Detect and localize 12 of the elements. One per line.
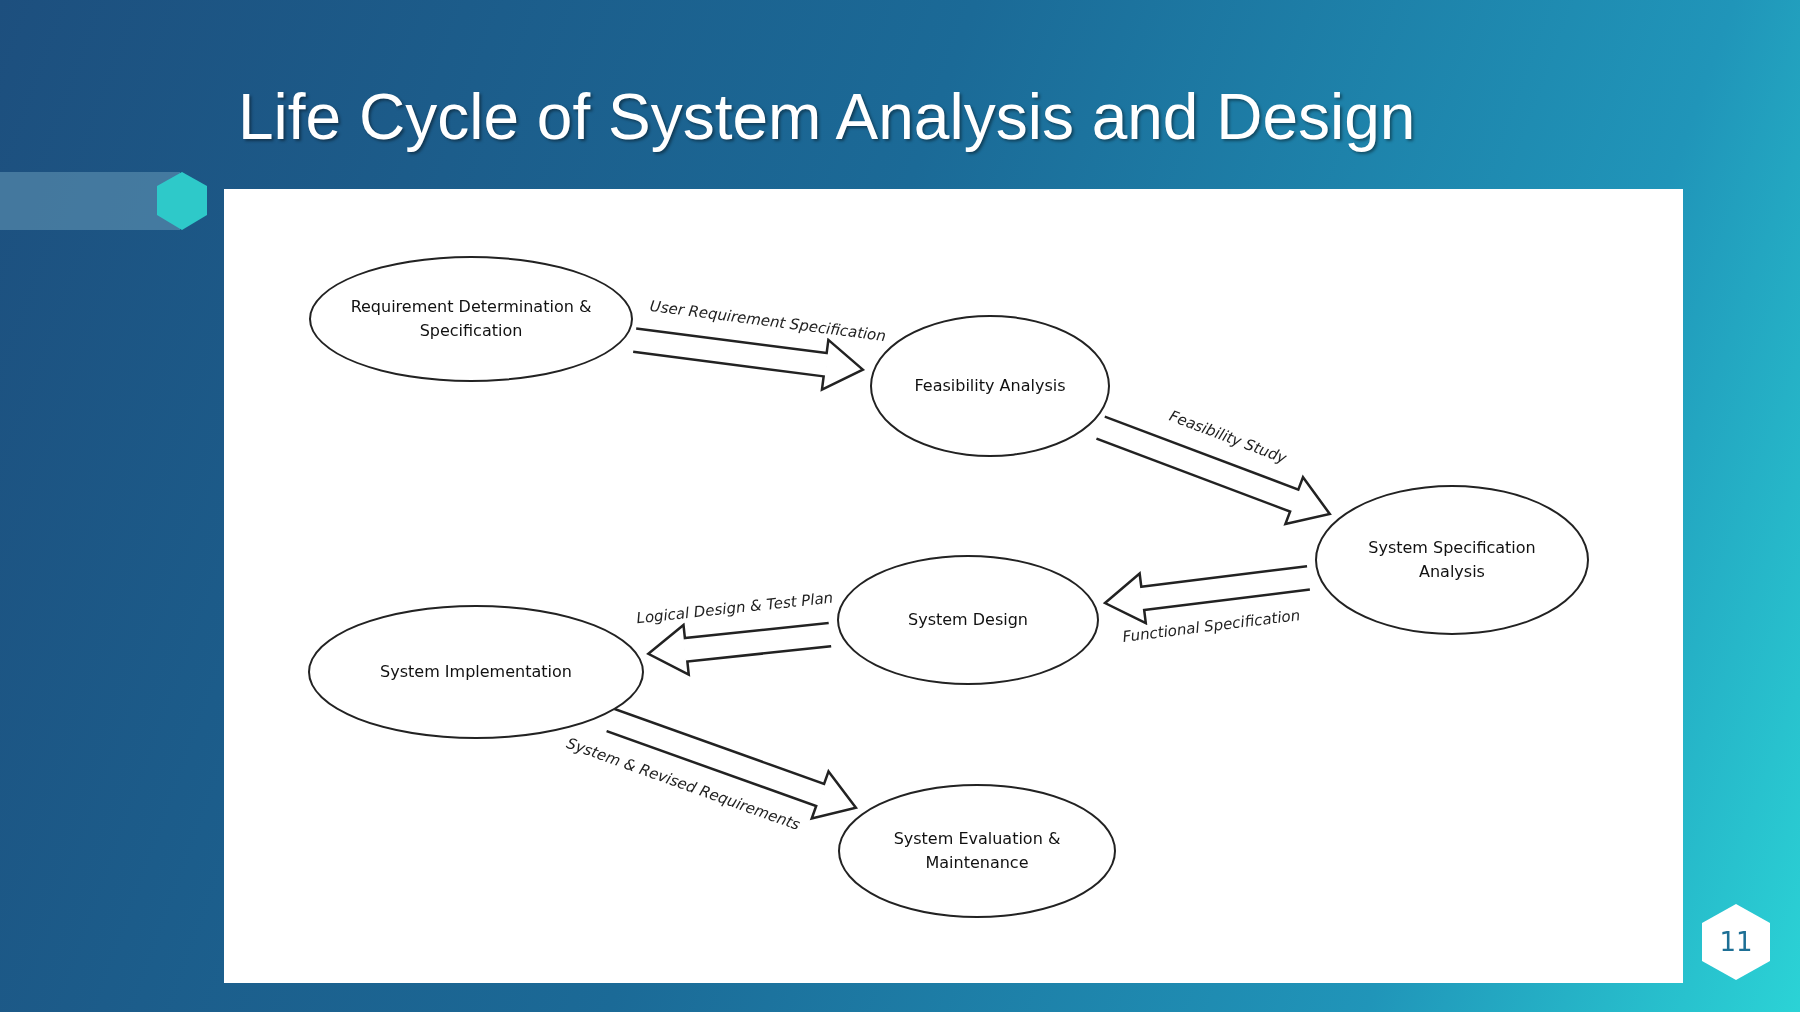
- node-label: Feasibility Analysis: [913, 375, 1067, 397]
- block-arrow: [633, 327, 865, 391]
- block-arrow: [647, 621, 832, 676]
- node-label: Requirement Determination & Specification: [349, 296, 593, 342]
- block-arrow: [606, 707, 858, 820]
- block-arrow: [1103, 564, 1311, 625]
- node-label: System Design: [907, 609, 1029, 631]
- node-label: System Implementation: [379, 661, 573, 683]
- block-arrow: [1096, 415, 1331, 526]
- slide-title: Life Cycle of System Analysis and Design: [238, 80, 1416, 154]
- node-label: System Specification Analysis: [1367, 537, 1537, 583]
- node-label: System Evaluation & Maintenance: [892, 828, 1062, 874]
